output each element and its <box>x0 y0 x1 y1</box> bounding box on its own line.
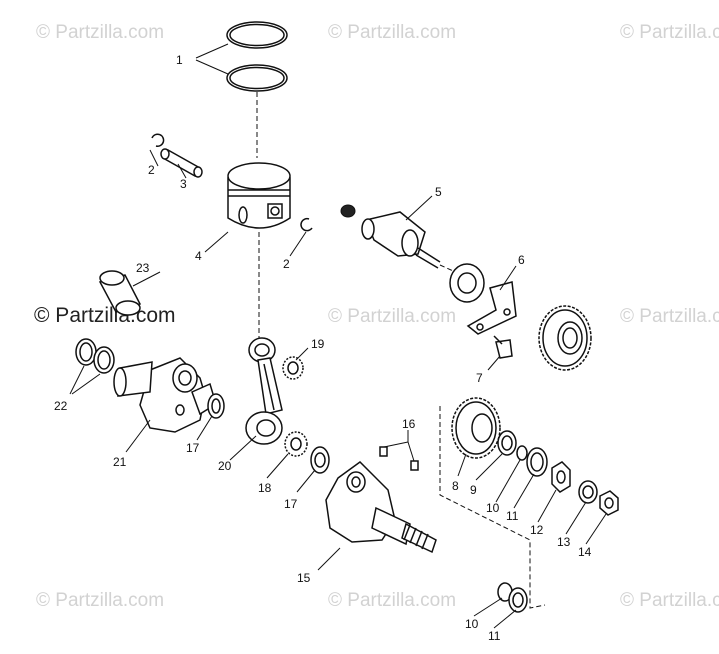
needle-bearing-big-end <box>284 431 308 457</box>
balancer-bracket <box>466 281 517 335</box>
callout-2-clip-lower: 2 <box>283 257 290 271</box>
callout-5: 5 <box>435 185 442 199</box>
callout-14: 14 <box>578 545 592 559</box>
callout-13: 13 <box>557 535 571 549</box>
watermark-top-left: © Partzilla.com <box>36 22 164 43</box>
dowel-pin-upper <box>379 446 388 457</box>
watermark-top-right: © Partzilla.com <box>620 22 719 43</box>
circlip-lower <box>300 217 313 232</box>
dowel-pin-lower <box>410 460 419 471</box>
callout-9: 9 <box>470 483 477 497</box>
callout-12: 12 <box>530 523 544 537</box>
balancer-gear <box>538 305 592 371</box>
callout-16: 16 <box>402 417 416 431</box>
washer-9 <box>497 430 517 456</box>
washer-13 <box>578 480 598 504</box>
callout-10-lower: 10 <box>465 617 479 631</box>
callout-10-upper: 10 <box>486 501 500 515</box>
lock-nut-12 <box>551 461 571 493</box>
thrust-washer-right <box>310 446 330 474</box>
callout-2-clip-upper: 2 <box>148 163 155 177</box>
wrist-pin <box>160 148 203 178</box>
circlip-10 <box>516 445 528 461</box>
watermark-middle-right: © Partzilla.com <box>620 306 719 327</box>
drive-gear <box>451 397 501 459</box>
watermark-bottom-center: © Partzilla.com <box>328 590 456 611</box>
watermark-middle-left: © Partzilla.com <box>34 304 176 327</box>
watermark-bottom-right: © Partzilla.com <box>620 590 719 611</box>
watermarks: © Partzilla.com © Partzilla.com © Partzi… <box>34 22 719 611</box>
piston <box>227 162 291 229</box>
bearing-balancer <box>449 263 485 303</box>
watermark-bottom-left: © Partzilla.com <box>36 590 164 611</box>
callout-8: 8 <box>452 479 459 493</box>
callout-11-lower: 11 <box>488 629 501 643</box>
callout-17-left: 17 <box>186 441 200 455</box>
callout-7: 7 <box>476 371 483 385</box>
bushing-11 <box>526 447 548 477</box>
balancer-shaft <box>340 204 441 269</box>
callout-19: 19 <box>311 337 325 351</box>
bracket-bolt <box>493 335 513 359</box>
callout-1: 1 <box>176 53 183 67</box>
callout-15: 15 <box>297 571 311 585</box>
watermark-middle-center: © Partzilla.com <box>328 306 456 327</box>
callout-11-upper: 11 <box>506 509 519 523</box>
crankshaft-left <box>113 357 217 433</box>
crank-pin <box>98 270 142 316</box>
leader-lines <box>69 43 607 629</box>
callout-labels: 1 2 2 3 4 5 6 7 8 9 10 10 11 11 12 13 14… <box>54 53 592 643</box>
callout-22: 22 <box>54 399 68 413</box>
needle-bearing-small-end <box>282 356 304 380</box>
watermark-top-center: © Partzilla.com <box>328 22 456 43</box>
piston-rings <box>226 21 288 92</box>
thrust-washer-left <box>207 393 225 419</box>
callout-3: 3 <box>180 177 187 191</box>
nut-14 <box>599 490 619 516</box>
callout-21: 21 <box>113 455 127 469</box>
circlip-upper <box>151 133 165 147</box>
callout-17-right: 17 <box>284 497 298 511</box>
callout-20: 20 <box>218 459 232 473</box>
crankshaft-right <box>325 461 437 554</box>
bushing-bottom <box>508 587 528 613</box>
connecting-rod <box>245 337 283 445</box>
callout-23: 23 <box>136 261 150 275</box>
callout-6: 6 <box>518 253 525 267</box>
callout-4: 4 <box>195 249 202 263</box>
callout-18: 18 <box>258 481 272 495</box>
